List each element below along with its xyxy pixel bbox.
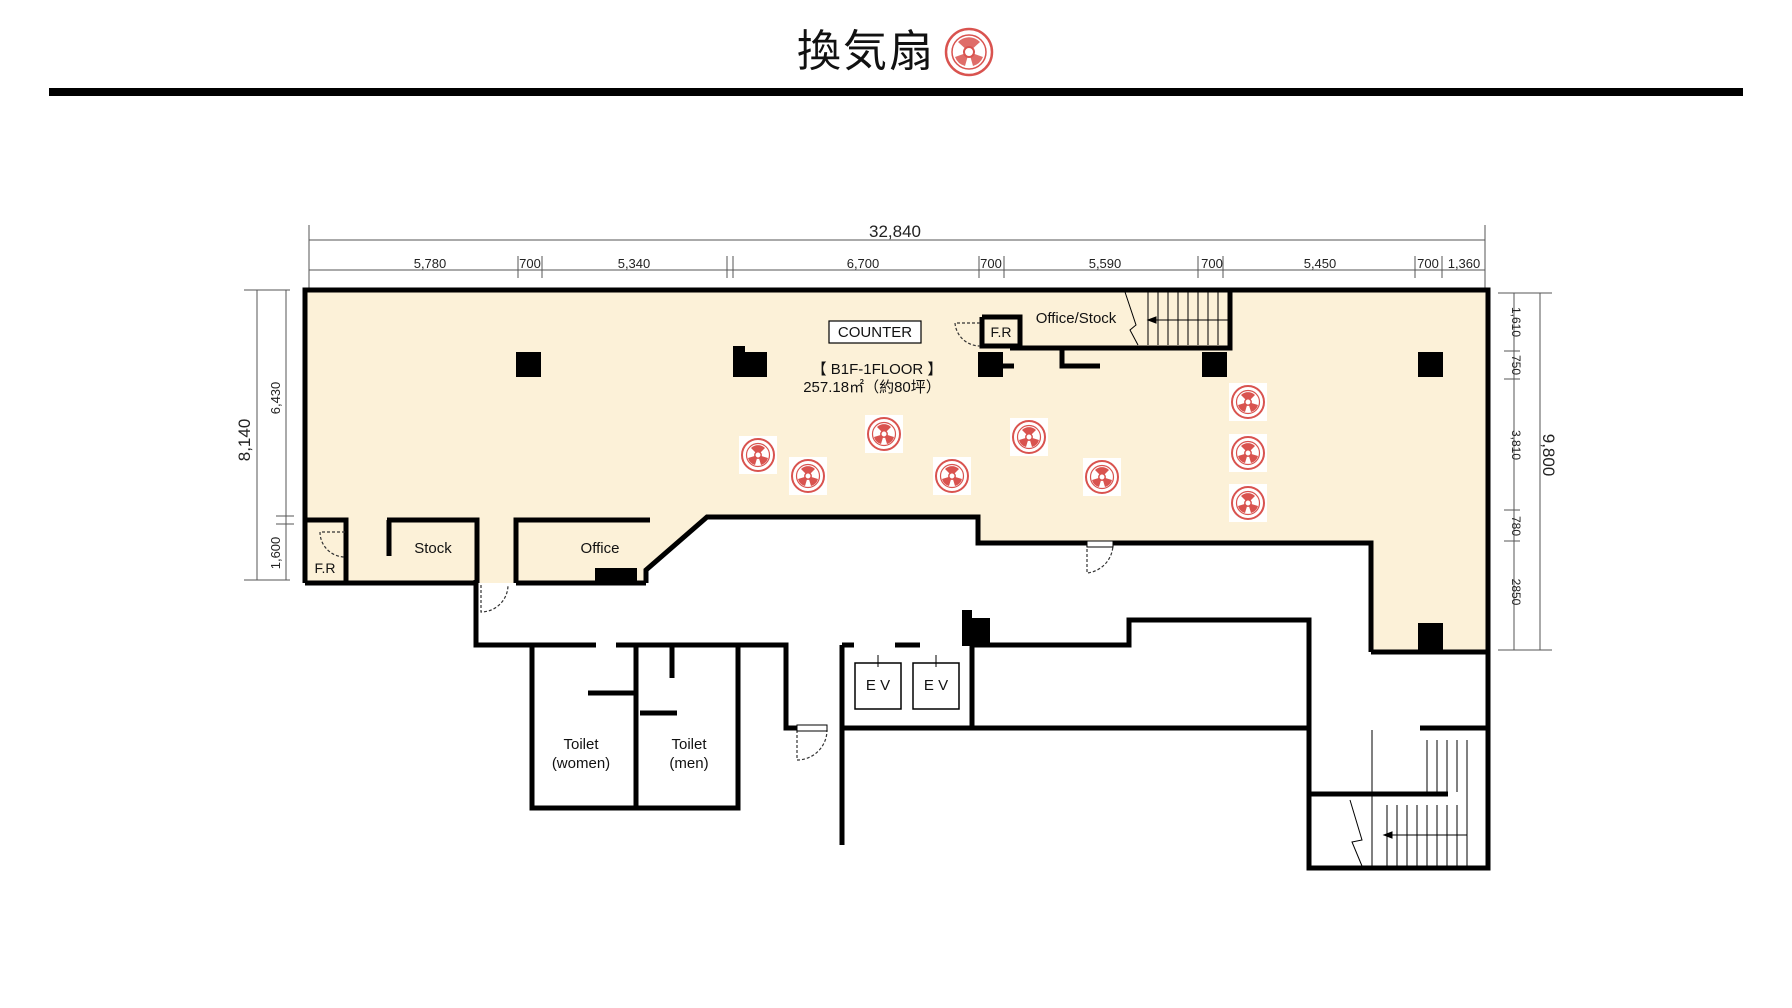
dim-seg-1: 5,780 — [414, 256, 447, 271]
fr-top-label: F.R — [991, 324, 1012, 340]
ventilation-fan-icon — [1228, 382, 1268, 422]
dim-seg-2: 700 — [519, 256, 541, 271]
dim-total-width: 32,840 — [869, 222, 921, 241]
floor-area-label: 257.18㎡（約80坪） — [803, 379, 941, 396]
dimension-lines — [244, 225, 1552, 651]
stairs-bottom — [1349, 730, 1468, 868]
dim-right-seg-2: 750 — [1509, 355, 1523, 375]
ventilation-fan-icon — [944, 27, 994, 77]
fr-left-label: F.R — [315, 560, 336, 576]
doors — [319, 322, 1114, 761]
column — [595, 568, 637, 584]
column — [1202, 352, 1227, 377]
counter-box — [828, 320, 922, 344]
stock-label: Stock — [414, 540, 452, 557]
title-rule — [49, 88, 1743, 96]
dim-right-outer: 9,800 — [1539, 434, 1558, 477]
office-stock-label: Office/Stock — [1036, 310, 1117, 327]
dim-seg-9: 700 — [1417, 256, 1439, 271]
dim-seg-6: 5,590 — [1089, 256, 1122, 271]
ventilation-fan-icon — [738, 435, 778, 475]
elevator-2 — [912, 662, 960, 710]
column — [733, 352, 767, 377]
toilet-men-sub-label: (men) — [669, 755, 708, 772]
ventilation-fan-icon — [1228, 483, 1268, 523]
dim-seg-8: 5,450 — [1304, 256, 1337, 271]
column — [1418, 623, 1443, 652]
ventilation-fan-icon — [1082, 457, 1122, 497]
walls — [302, 287, 1491, 871]
dim-left-outer: 8,140 — [235, 419, 254, 462]
ventilation-fan-icon — [788, 456, 828, 496]
column — [962, 610, 972, 620]
toilet-men-label: Toilet — [671, 736, 707, 753]
office-label: Office — [581, 540, 620, 557]
page-title: 換気扇 — [797, 26, 935, 77]
dim-seg-10: 1,360 — [1448, 256, 1481, 271]
dim-right-seg-3: 3,810 — [1509, 430, 1523, 460]
dim-seg-3: 5,340 — [618, 256, 651, 271]
page-title-wrap: 換気扇 — [0, 22, 1792, 82]
dim-seg-5: 700 — [980, 256, 1002, 271]
counter-label: COUNTER — [838, 324, 912, 341]
column — [733, 346, 745, 354]
door-frames — [796, 540, 1114, 732]
dim-right-seg-5: 2850 — [1509, 579, 1523, 606]
column — [962, 618, 990, 646]
column — [978, 352, 1003, 377]
floor-name-label: 【 B1F-1FLOOR 】 — [812, 361, 943, 378]
ventilation-fan-icon — [1228, 433, 1268, 473]
dim-seg-4: 6,700 — [847, 256, 880, 271]
toilet-women-sub-label: (women) — [552, 755, 610, 772]
ventilation-fan-icon — [932, 456, 972, 496]
dim-left-inner-bottom: 1,600 — [268, 537, 283, 570]
dim-right-seg-4: 780 — [1509, 516, 1523, 536]
ventilation-fan-icon — [1009, 417, 1049, 457]
main-floor-area — [305, 290, 1488, 652]
stairs-top — [1124, 291, 1229, 346]
dim-seg-7: 700 — [1201, 256, 1223, 271]
dim-left-inner-top: 6,430 — [268, 382, 283, 415]
partitions — [306, 290, 1233, 583]
columns — [516, 346, 1443, 652]
ev-1-label: E V — [866, 677, 890, 694]
ev-2-label: E V — [924, 677, 948, 694]
toilet-women-label: Toilet — [563, 736, 599, 753]
dim-right-seg-1: 1,610 — [1509, 307, 1523, 337]
column — [516, 352, 541, 377]
ventilation-fan-icon — [864, 414, 904, 454]
column — [1418, 352, 1443, 377]
